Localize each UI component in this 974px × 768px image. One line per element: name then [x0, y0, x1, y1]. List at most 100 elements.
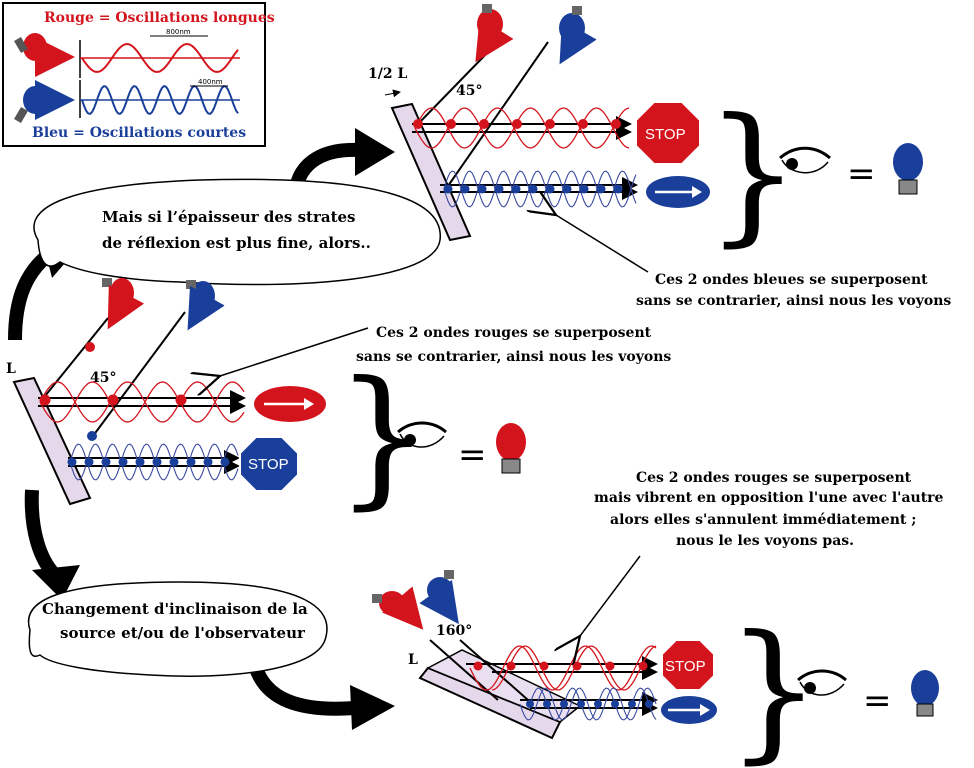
curved-arrow-down-right-head [350, 685, 395, 730]
bottom-red-nodes [473, 661, 648, 671]
top-eye-icon [779, 146, 831, 174]
legend-red-title: Rouge = Oscillations longues [44, 10, 275, 26]
bubble-bottom-line-1: Changement d'inclinaison de la [42, 600, 308, 618]
bottom-red-wave-a [469, 645, 657, 691]
legend-box: Rouge = Oscillations longues 800nm 400nm… [2, 2, 275, 147]
top-plate-edge [391, 107, 451, 241]
top-blue-dots-dot [545, 184, 555, 194]
top-red-dots-dot [479, 119, 489, 129]
legend-blue-title: Bleu = Oscillations courtes [32, 125, 246, 141]
top-blue-dots-dot [477, 184, 487, 194]
bottom-stop-sign-icon: STOP [661, 639, 715, 691]
top-blue-dots-dot [613, 184, 623, 194]
scenario-bottom: L 160° STOP } [372, 470, 944, 768]
legend-blue-wavelength: 400nm [198, 78, 223, 86]
bot-blue-dots-dot [560, 700, 568, 708]
top-blue-dots-dot [596, 184, 606, 194]
main-blue-node-incident [87, 431, 97, 441]
top-red-source-bulb-icon [475, 4, 514, 63]
bubble-bottom-line-2: source et/ou de l'observateur [60, 624, 306, 642]
main-equals-sign: = [458, 435, 487, 475]
top-thickness-dim [384, 89, 401, 98]
bot-blue-dots-dot [526, 700, 534, 708]
curved-arrow-down-left [24, 489, 61, 580]
top-thickness-label: 1/2 L [368, 66, 407, 82]
bot-red-dots-dot [605, 661, 615, 671]
main-blue-dots-dot [186, 457, 196, 467]
top-red-nodes [413, 119, 621, 129]
bubble-top-line-2: de réflexion est plus fine, alors.. [102, 234, 371, 252]
top-blue-dots-dot [460, 184, 470, 194]
top-red-wave-b [414, 107, 630, 149]
main-blue-incident [89, 311, 186, 441]
top-blue-dots-dot [494, 184, 504, 194]
main-annotation-line-2: sans se contrarier, ainsi nous les voyon… [356, 349, 671, 365]
top-red-dots-dot [611, 119, 621, 129]
bottom-blue-nodes [526, 700, 653, 708]
main-plate [12, 376, 92, 506]
main-blue-dots-dot [203, 457, 213, 467]
main-red-wave-a [39, 381, 245, 423]
bubble-bottom: Changement d'inclinaison de la source et… [27, 581, 328, 677]
main-blue-dots-dot [169, 457, 179, 467]
bottom-arrow-sign-icon [661, 696, 717, 724]
main-arrow-sign-icon [254, 386, 326, 422]
main-blue-dots-dot [84, 457, 94, 467]
main-pointer-line [220, 327, 369, 376]
main-annotation-line-1: Ces 2 ondes rouges se superposent [376, 325, 652, 341]
top-blue-dots-dot [443, 184, 453, 194]
bot-blue-dots-dot [543, 700, 551, 708]
main-red-wave-b [39, 381, 245, 423]
bottom-thickness-label: L [408, 652, 418, 668]
bottom-pointer-line [580, 555, 641, 636]
main-blue-dots-dot [101, 457, 111, 467]
main-blue-dots-dot [67, 457, 77, 467]
top-blue-source-bulb-icon [559, 6, 597, 65]
top-stop-sign-icon: STOP [635, 101, 701, 165]
main-red-dots-dot [175, 394, 187, 406]
top-blue-dots-dot [579, 184, 589, 194]
top-blue-dots-dot [528, 184, 538, 194]
top-blue-wave-a [443, 170, 637, 208]
main-stop-sign-icon: STOP [239, 436, 299, 492]
top-blue-incident [447, 41, 549, 187]
bubble-top: Mais si l’épaisseur des strates de réfle… [33, 178, 441, 286]
top-red-dots-dot [413, 119, 423, 129]
curved-arrow-down-left-head [32, 565, 80, 600]
top-red-dots-dot [545, 119, 555, 129]
bot-red-dots-dot [638, 661, 648, 671]
bottom-equals-sign: = [863, 681, 892, 721]
main-eye-icon [397, 421, 447, 448]
legend-red-wavelength: 800nm [166, 28, 191, 36]
bottom-annotation-line-2: mais vibrent en opposition l'une avec l'… [594, 490, 944, 506]
top-equals-sign: = [847, 154, 876, 194]
main-red-source-bulb-icon [102, 278, 145, 330]
bottom-blue-wave-a [519, 687, 657, 721]
scenario-main: L 45° STOP [6, 278, 671, 524]
top-annotation-line-1: Ces 2 ondes bleues se superposent [655, 272, 928, 288]
top-annotation-line-2: sans se contrarier, ainsi nous les voyon… [636, 293, 951, 309]
main-blue-dots-dot [152, 457, 162, 467]
main-red-dots-dot [39, 394, 51, 406]
bottom-annotation-line-4: nous le les voyons pas. [676, 533, 854, 549]
legend-red-wave [81, 43, 239, 73]
main-red-nodes [39, 394, 187, 406]
top-red-dots-dot [512, 119, 522, 129]
bot-red-dots-dot [572, 661, 582, 671]
top-red-dots-dot [446, 119, 456, 129]
legend-blue-wave [81, 84, 239, 116]
bot-blue-dots-dot [594, 700, 602, 708]
bot-red-dots-dot [539, 661, 549, 671]
main-red-dots-dot [107, 394, 119, 406]
top-brace-icon: } [705, 87, 800, 261]
top-result-blue-bulb-icon [893, 143, 923, 195]
main-blue-nodes [67, 457, 230, 467]
top-angle-label: 45° [456, 83, 482, 99]
bot-red-dots-dot [473, 661, 483, 671]
main-blue-dots-dot [135, 457, 145, 467]
top-blue-wave-b [443, 170, 637, 208]
bot-blue-dots-dot [628, 700, 636, 708]
top-pointer-line [556, 215, 649, 273]
svg-text:STOP: STOP [248, 456, 289, 473]
